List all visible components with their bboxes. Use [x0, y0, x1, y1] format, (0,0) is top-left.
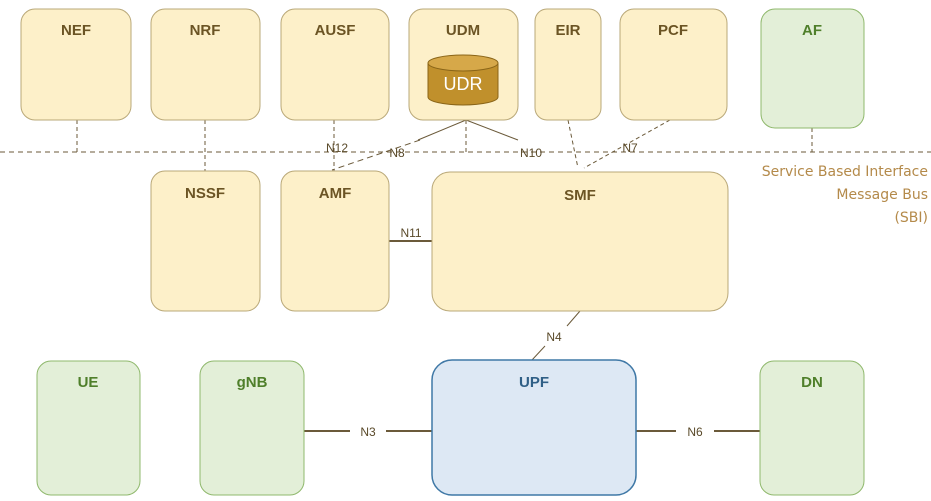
n7-label: N7: [622, 141, 638, 155]
sbi-label-line1: Service Based Interface: [762, 164, 928, 180]
nef-box: NEF: [20, 8, 132, 121]
n12-label: N12: [326, 141, 348, 155]
amf-box: AMF: [280, 170, 390, 312]
udm-amf-n8-link: [331, 139, 421, 171]
pcf-smf-n7-link: [583, 119, 671, 169]
nrf-label: NRF: [190, 22, 221, 39]
udr-label: UDR: [444, 74, 483, 94]
n11-label: N11: [400, 226, 421, 240]
pcf-label: PCF: [658, 22, 688, 39]
pcf-box: PCF: [619, 8, 728, 121]
sbi-label-line3: (SBI): [894, 210, 928, 226]
gnb-label: gNB: [237, 374, 268, 391]
upf-box: UPF: [431, 359, 637, 496]
smf-label: SMF: [564, 187, 596, 204]
amf-label: AMF: [319, 185, 352, 202]
eir-box: EIR: [534, 8, 602, 121]
udr-database-icon: UDR: [427, 54, 499, 106]
eir-smf-link: [567, 119, 579, 169]
dn-label: DN: [801, 374, 823, 391]
n6-label: N6: [687, 425, 703, 439]
ue-box: UE: [36, 360, 141, 496]
n3-label: N3: [360, 425, 376, 439]
nef-label: NEF: [61, 22, 91, 39]
smf-box: SMF: [431, 171, 729, 312]
n4-label: N4: [546, 330, 562, 344]
udm-label: UDM: [446, 22, 480, 39]
udm-amf-link-solid: [417, 119, 467, 141]
dn-box: DN: [759, 360, 865, 496]
smf-upf-n4-line-bottom: [531, 345, 546, 361]
udm-smf-n10-link: [465, 119, 519, 141]
smf-upf-n4-line-top: [566, 310, 581, 327]
nrf-box: NRF: [150, 8, 261, 121]
ausf-label: AUSF: [315, 22, 356, 39]
upf-label: UPF: [519, 374, 549, 391]
ue-label: UE: [78, 374, 99, 391]
af-box: AF: [760, 8, 865, 129]
n10-label: N10: [520, 146, 542, 160]
af-label: AF: [802, 22, 822, 39]
n8-label: N8: [389, 146, 405, 160]
gnb-box: gNB: [199, 360, 305, 496]
nssf-box: NSSF: [150, 170, 261, 312]
ausf-box: AUSF: [280, 8, 390, 121]
eir-label: EIR: [555, 22, 580, 39]
sbi-label-line2: Message Bus: [836, 187, 928, 203]
nssf-label: NSSF: [185, 185, 225, 202]
